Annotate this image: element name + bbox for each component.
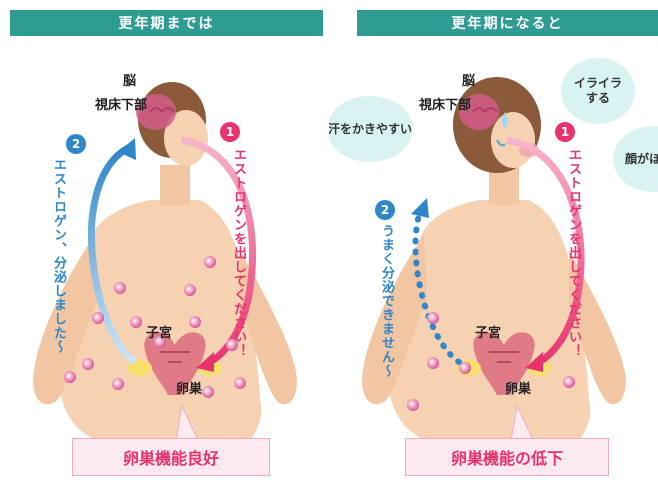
arrow-2-text: エストロゲン、分泌しました～ [49, 158, 68, 408]
panel-during-menopause: 更年期になると 汗をかきやすい イライラする 顔がほて 脳 視床下部 子宮 卵巣… [329, 0, 658, 484]
label-uterus: 子宮 [146, 322, 172, 341]
label-hypothalamus: 視床下部 [419, 94, 471, 113]
header-before: 更年期までは [10, 10, 323, 36]
cloud-sweat: 汗をかきやすい [329, 96, 413, 162]
cloud-irritation: イライラする [561, 58, 635, 124]
status-box-decline: 卵巣機能の低下 [405, 438, 609, 476]
arrow-1-text: エストロゲンを出してください！ [229, 148, 248, 408]
status-box-good: 卵巣機能良好 [72, 438, 270, 476]
step-1-badge: 1 [555, 122, 575, 142]
arrow-1-text: エストロゲンを出してください！ [564, 148, 583, 408]
header-during: 更年期になると [357, 10, 658, 36]
step-1-badge: 1 [220, 122, 240, 142]
step-2-badge: 2 [66, 134, 86, 154]
label-ovary: 卵巣 [176, 378, 202, 397]
label-ovary: 卵巣 [505, 378, 531, 397]
label-hypothalamus: 視床下部 [95, 94, 147, 113]
label-brain: 脳 [123, 70, 136, 89]
panel-before-menopause: 更年期までは 脳 視床下部 子宮 卵巣 1 エストロゲンを出してください！ 2 … [0, 0, 329, 484]
label-uterus: 子宮 [475, 322, 501, 341]
arrow-2-text: うまく分泌できません～ [377, 224, 396, 414]
step-2-badge: 2 [375, 200, 395, 220]
label-brain: 脳 [462, 70, 475, 89]
